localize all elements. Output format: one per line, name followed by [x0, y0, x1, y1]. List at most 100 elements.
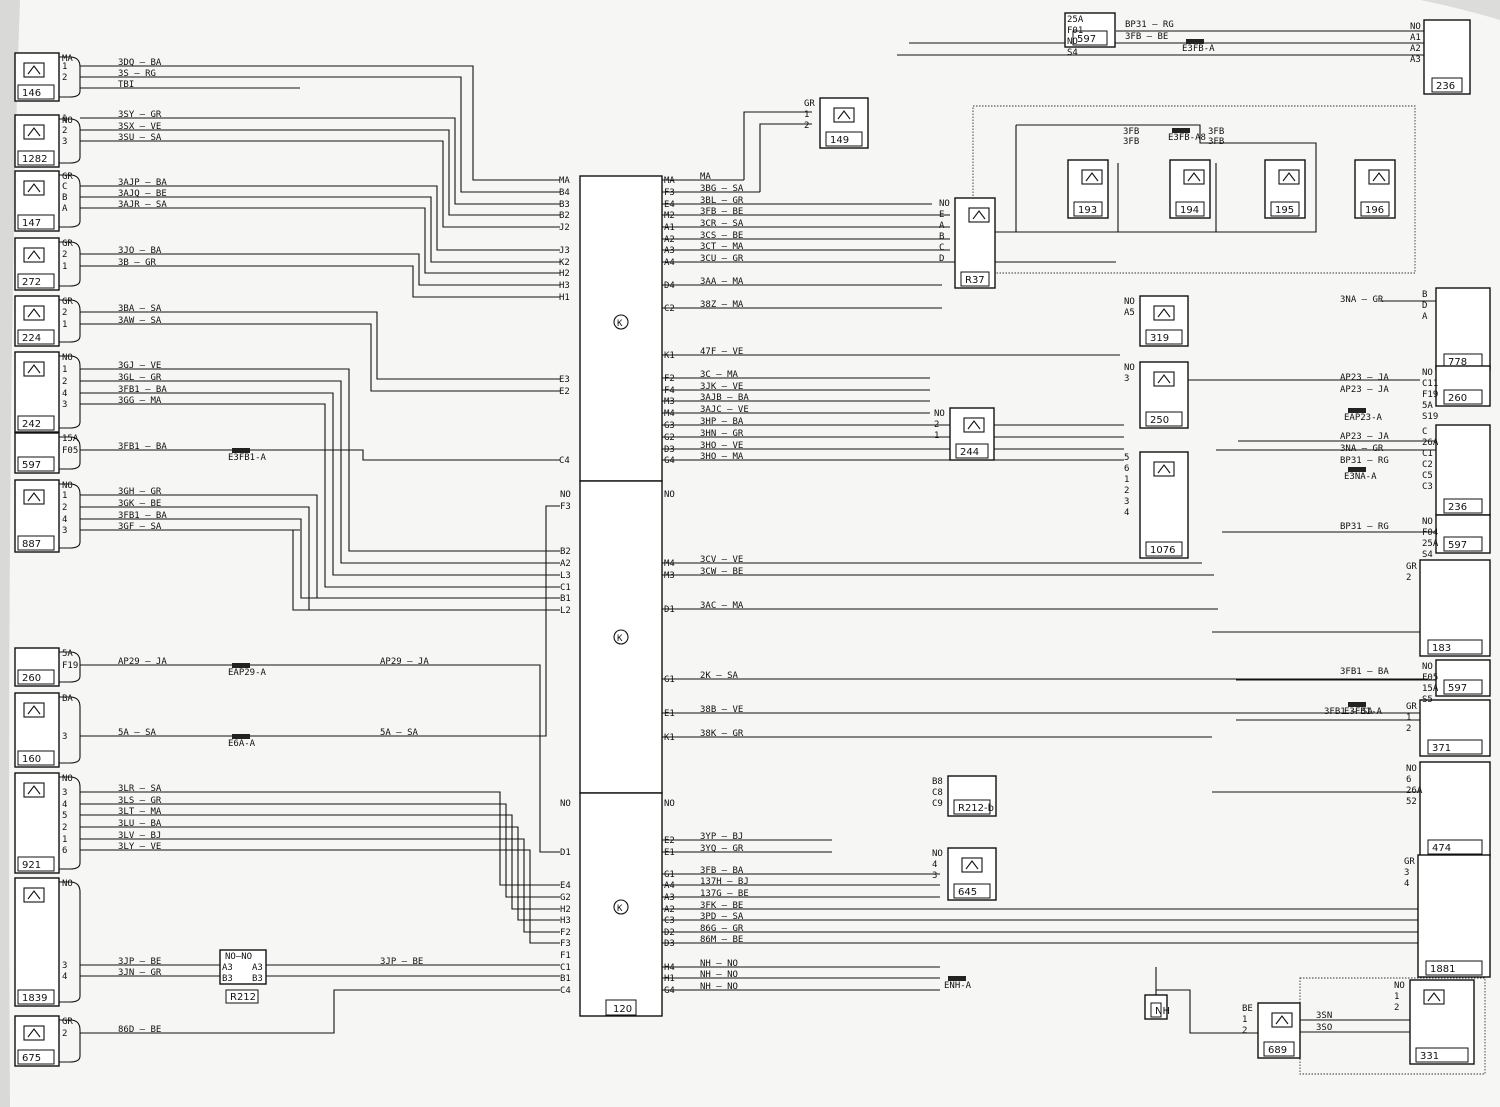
- ecu-pin-right: G1: [664, 870, 675, 880]
- ecu-pin-right: A1: [664, 223, 675, 233]
- splice-label-mark: [1172, 128, 1190, 133]
- ecu-pin-right: E2: [664, 836, 675, 846]
- pin-label: 2: [62, 73, 67, 83]
- ecu-input-wire: [300, 76, 560, 193]
- component-id-331: 331: [1420, 1051, 1439, 1062]
- wire-label: 38B — VE: [700, 705, 743, 715]
- wire-label: 3AA — MA: [700, 277, 744, 287]
- ecu-pin-left: E3: [559, 375, 570, 385]
- component-id-675-frame: [17, 1049, 55, 1065]
- edge-component-id-236-frame: [1431, 77, 1463, 93]
- pin-label: 3: [932, 871, 937, 881]
- wire-label: 3DQ — BA: [118, 58, 162, 68]
- relay-wire: [995, 163, 1317, 233]
- pin-label: BE: [1242, 1004, 1253, 1014]
- ecu-pin-right: K1: [664, 733, 675, 743]
- ecu-pin-right: G4: [664, 986, 675, 996]
- splice-label: EAP23-A: [1344, 413, 1383, 423]
- component-symbol-887-glyph: [27, 492, 41, 502]
- pin-label: NO: [1422, 368, 1433, 378]
- pin-label: A2: [1410, 44, 1421, 54]
- component-id-319: 319: [1150, 333, 1169, 344]
- component-symbol-675-glyph: [27, 1028, 41, 1038]
- wire-label: 3YQ — GR: [700, 844, 744, 854]
- pin-label: 1: [1406, 713, 1411, 723]
- pin-label: C5: [1422, 471, 1433, 481]
- wire-label: TBI: [118, 80, 134, 90]
- ecu-pin-left: B2: [559, 211, 570, 221]
- ecu-pin-left: B2: [560, 547, 571, 557]
- wire-label: 47F — VE: [700, 347, 743, 357]
- ecu-pin-left: A2: [560, 559, 571, 569]
- component-symbol-319-glyph: [1157, 308, 1171, 318]
- pin-label: BA: [62, 694, 73, 704]
- ecu-pin-right: E1: [664, 848, 675, 858]
- pin-label: NO: [62, 879, 73, 889]
- ecu-pin-right: E4: [664, 200, 675, 210]
- wire-label: 3SU — SA: [118, 133, 162, 143]
- edge-component-id-371: 371: [1432, 743, 1451, 754]
- pin-label: NO: [939, 199, 950, 209]
- wire-label: 3PD — SA: [700, 912, 744, 922]
- ecu-input-wire: [300, 505, 560, 737]
- ecu-pin-left: J2: [559, 223, 570, 233]
- pin-label: B8: [932, 777, 943, 787]
- pin-label: 3: [62, 400, 67, 410]
- pin-label: 2: [62, 250, 67, 260]
- pin-label: NO: [62, 481, 73, 491]
- splice-label: ENH-A: [944, 981, 972, 991]
- component-id-260-frame: [17, 669, 55, 685]
- component-symbol-147-glyph: [27, 183, 41, 193]
- wire-label: 3HP — BA: [700, 417, 744, 427]
- ecu-block-mid: [579, 480, 663, 794]
- pin-label: 2: [1242, 1026, 1247, 1036]
- ecu-input-wire: [300, 207, 560, 274]
- ecu-input-wire: [292, 529, 560, 611]
- pin-label: 1: [62, 365, 67, 375]
- ecu-input-wire: [300, 196, 560, 263]
- component-id-250-frame: [1145, 411, 1183, 427]
- component-1839: [14, 877, 60, 1007]
- pin-label: NO: [1124, 297, 1135, 307]
- pin-label: C3: [1422, 482, 1433, 492]
- component-id-193-frame: [1073, 201, 1103, 217]
- pin-label: C: [62, 182, 67, 192]
- pin-label: NO: [1422, 662, 1433, 672]
- page-curl-right: [1420, 0, 1500, 20]
- pin-label: 4: [62, 389, 67, 399]
- wire-label: 3FB: [1208, 137, 1224, 147]
- ecu-pin-left: F3: [560, 502, 571, 512]
- ecu-pin-right: A3: [664, 246, 675, 256]
- pin-label: A: [939, 221, 945, 231]
- connector-housing: [59, 56, 81, 98]
- wire-label: 86G — GR: [700, 924, 744, 934]
- pin-label: NO: [1410, 22, 1421, 32]
- ecu-pin-right: G4: [664, 456, 675, 466]
- pin-label: S19: [62, 0, 78, 3]
- ecu-pin-left: F3: [560, 939, 571, 949]
- wire-label: 3GL — GR: [118, 373, 162, 383]
- component-id-887: 887: [22, 539, 41, 550]
- splice-label: E3NA-A: [1344, 472, 1377, 482]
- connector-housing: [59, 299, 81, 343]
- pin-label: 2: [1394, 1003, 1399, 1013]
- ecu-pin-right: D4: [664, 281, 675, 291]
- wire-label: 3AJB — BA: [700, 393, 749, 403]
- connector-housing: [59, 696, 81, 764]
- wire-label: 3JK — VE: [700, 382, 743, 392]
- pin-label: A3: [252, 963, 263, 973]
- page-curl: [0, 0, 20, 1107]
- wire-label: 3NA — GR: [1340, 444, 1384, 454]
- component-id-196: 196: [1365, 205, 1384, 216]
- pin-label: NO: [62, 0, 73, 3]
- wire-label: AP23 — JA: [1340, 373, 1389, 383]
- component-id-244: 244: [960, 447, 979, 458]
- edge-wire: [1156, 989, 1258, 1034]
- pin-label: B3: [252, 974, 263, 984]
- pin-label: F19: [1422, 390, 1438, 400]
- connector-r212-id: R212: [230, 992, 256, 1003]
- pin-label: NO: [934, 409, 945, 419]
- component-symbol-272: [23, 247, 45, 263]
- pin-label: 5: [62, 811, 67, 821]
